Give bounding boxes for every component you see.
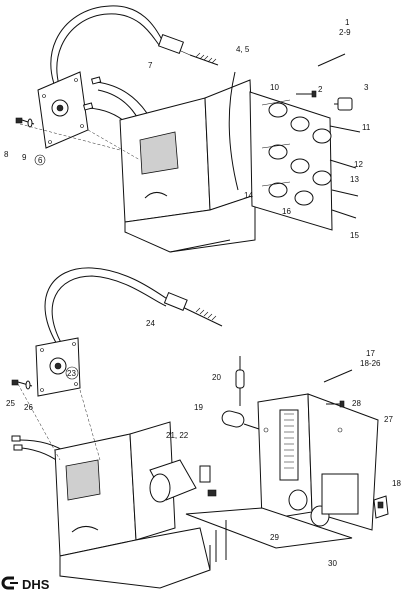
relay-21-22 [149, 459, 217, 503]
callout-20: 20 [212, 373, 221, 382]
bottom-callouts: 17 18-26 18 19 20 21, 22 23 24 25 26 27 … [6, 319, 401, 568]
callout-16: 16 [282, 207, 291, 216]
callout-10: 10 [270, 83, 279, 92]
callout-18: 18 [392, 479, 401, 488]
capillary-tube-7 [50, 5, 219, 113]
top-callouts: 1 2-9 2 3 4, 5 6 7 8 9 10 11 12 13 14 15… [4, 18, 371, 240]
callout-15: 15 [350, 231, 359, 240]
callout-13: 13 [350, 175, 359, 184]
screw-25-26 [11, 379, 33, 390]
callout-3: 3 [364, 83, 369, 92]
callout-6: 6 [38, 156, 43, 165]
screw-28 [326, 400, 345, 408]
callout-8: 8 [4, 150, 9, 159]
callout-21-22: 21, 22 [166, 431, 189, 440]
callout-17: 17 [366, 349, 375, 358]
callout-1: 1 [345, 18, 350, 27]
callout-19: 19 [194, 403, 203, 412]
callout-28: 28 [352, 399, 361, 408]
callout-4-5: 4, 5 [236, 45, 250, 54]
callout-23: 23 [67, 369, 76, 378]
dhs-logo: DHS [1, 576, 50, 592]
fuse-20 [235, 356, 245, 406]
bottom-housing [17, 383, 211, 589]
bracket-18 [373, 495, 389, 519]
callout-7: 7 [148, 61, 153, 70]
callout-26: 26 [24, 403, 33, 412]
callout-17-range: 18-26 [360, 359, 381, 368]
terminal-posts [268, 102, 332, 206]
screw-8-9 [15, 117, 35, 128]
bottom-terminal-board [185, 393, 379, 562]
capillary-tube-24 [44, 267, 223, 349]
logo-text: DHS [22, 577, 50, 592]
bottom-assembly: 17 18-26 18 19 20 21, 22 23 24 25 26 27 … [6, 267, 401, 589]
callout-25: 25 [6, 399, 15, 408]
callout-24: 24 [146, 319, 155, 328]
callout-1-range: 2-9 [339, 28, 351, 37]
top-assembly: 1 2-9 2 3 4, 5 6 7 8 9 10 11 12 13 14 15… [4, 5, 371, 253]
mounting-plate-6 [37, 71, 89, 149]
top-terminal-panel [228, 71, 361, 231]
callout-9: 9 [22, 153, 27, 162]
callout-11: 11 [362, 123, 371, 132]
callout-30: 30 [328, 559, 337, 568]
callout-29: 29 [270, 533, 279, 542]
callout-2: 2 [318, 85, 323, 94]
callout-27: 27 [384, 415, 393, 424]
capacitor-19 [221, 410, 263, 431]
callout-14: 14 [244, 191, 253, 200]
mounting-plate-23 [35, 337, 81, 397]
callout-12: 12 [354, 160, 363, 169]
